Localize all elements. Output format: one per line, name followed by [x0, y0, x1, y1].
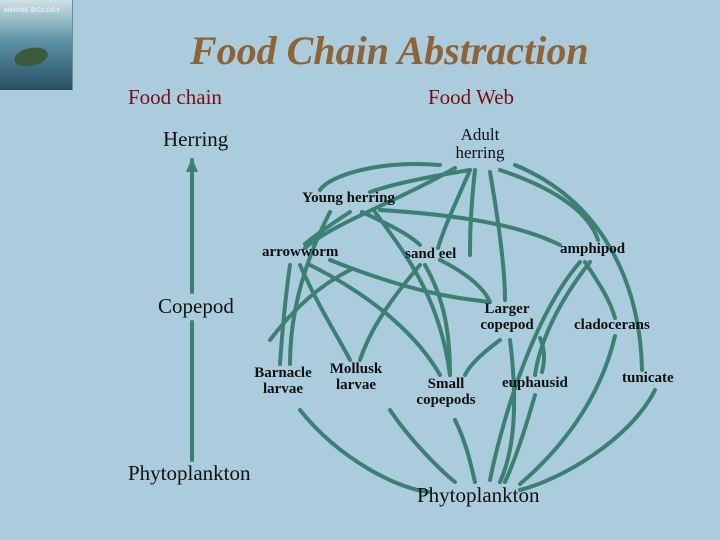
chain-item-herring: Herring: [163, 127, 229, 151]
chain-arrowhead: [186, 158, 198, 172]
web-node-mollusk-larvae: Mollusk larvae: [329, 361, 383, 393]
web-link-9: [378, 208, 562, 247]
web-link-22: [463, 338, 502, 377]
web-link-4: [498, 168, 600, 242]
web-node-phytoplankton: Phytoplankton: [417, 483, 540, 507]
web-link-3: [436, 168, 472, 250]
web-link-8: [360, 210, 422, 247]
book-cover-thumbnail: MARINE BIOLOGY: [0, 0, 73, 90]
food-chain-heading: Food chain: [128, 85, 222, 109]
web-link-11: [373, 210, 452, 377]
web-link-23: [498, 338, 517, 484]
web-link-30: [298, 408, 432, 494]
web-node-cladocerans: cladocerans: [574, 317, 650, 333]
web-link-28: [453, 418, 477, 484]
food-web-heading: Food Web: [428, 85, 515, 109]
web-link-16: [423, 263, 452, 377]
web-link-26: [518, 388, 657, 492]
web-link-10: [288, 210, 332, 366]
web-link-29: [388, 408, 457, 484]
web-node-barnacle-larvae: Barnacle larvae: [254, 365, 312, 397]
web-link-15: [328, 258, 492, 304]
web-link-24: [538, 336, 547, 374]
web-node-amphipod: amphipod: [560, 241, 626, 257]
web-node-sand-eel: sand eel: [405, 246, 457, 262]
web-link-7: [303, 210, 352, 246]
web-link-13: [278, 263, 292, 366]
web-node-arrowworm: arrowworm: [262, 244, 339, 260]
web-link-21: [488, 260, 582, 482]
web-node-adult-herring: Adult herring: [455, 125, 505, 162]
web-link-18: [438, 258, 492, 304]
web-link-1: [368, 168, 472, 194]
chain-item-copepod: Copepod: [158, 294, 234, 318]
web-node-young-herring: Young herring: [302, 190, 395, 206]
web-link-6: [488, 170, 507, 302]
web-link-25: [518, 334, 617, 486]
web-link-17: [358, 263, 422, 362]
web-node-small-copepods: Small copepods: [416, 376, 476, 408]
chain-item-phytoplankton: Phytoplankton: [128, 461, 251, 485]
slide-title: Food Chain Abstraction: [190, 28, 589, 73]
book-cover-title: MARINE BIOLOGY: [4, 8, 61, 14]
web-node-larger-copepod: Larger copepod: [480, 301, 534, 333]
web-link-12: [298, 263, 352, 362]
web-link-19: [533, 260, 592, 377]
web-node-euphausid: euphausid: [502, 375, 568, 391]
web-link-5: [513, 163, 644, 372]
web-link-32: [468, 168, 477, 257]
web-node-tunicate: tunicate: [622, 370, 674, 386]
web-link-27: [503, 393, 537, 484]
web-link-33: [318, 162, 442, 192]
web-link-31: [268, 268, 352, 342]
web-link-20: [583, 260, 617, 320]
